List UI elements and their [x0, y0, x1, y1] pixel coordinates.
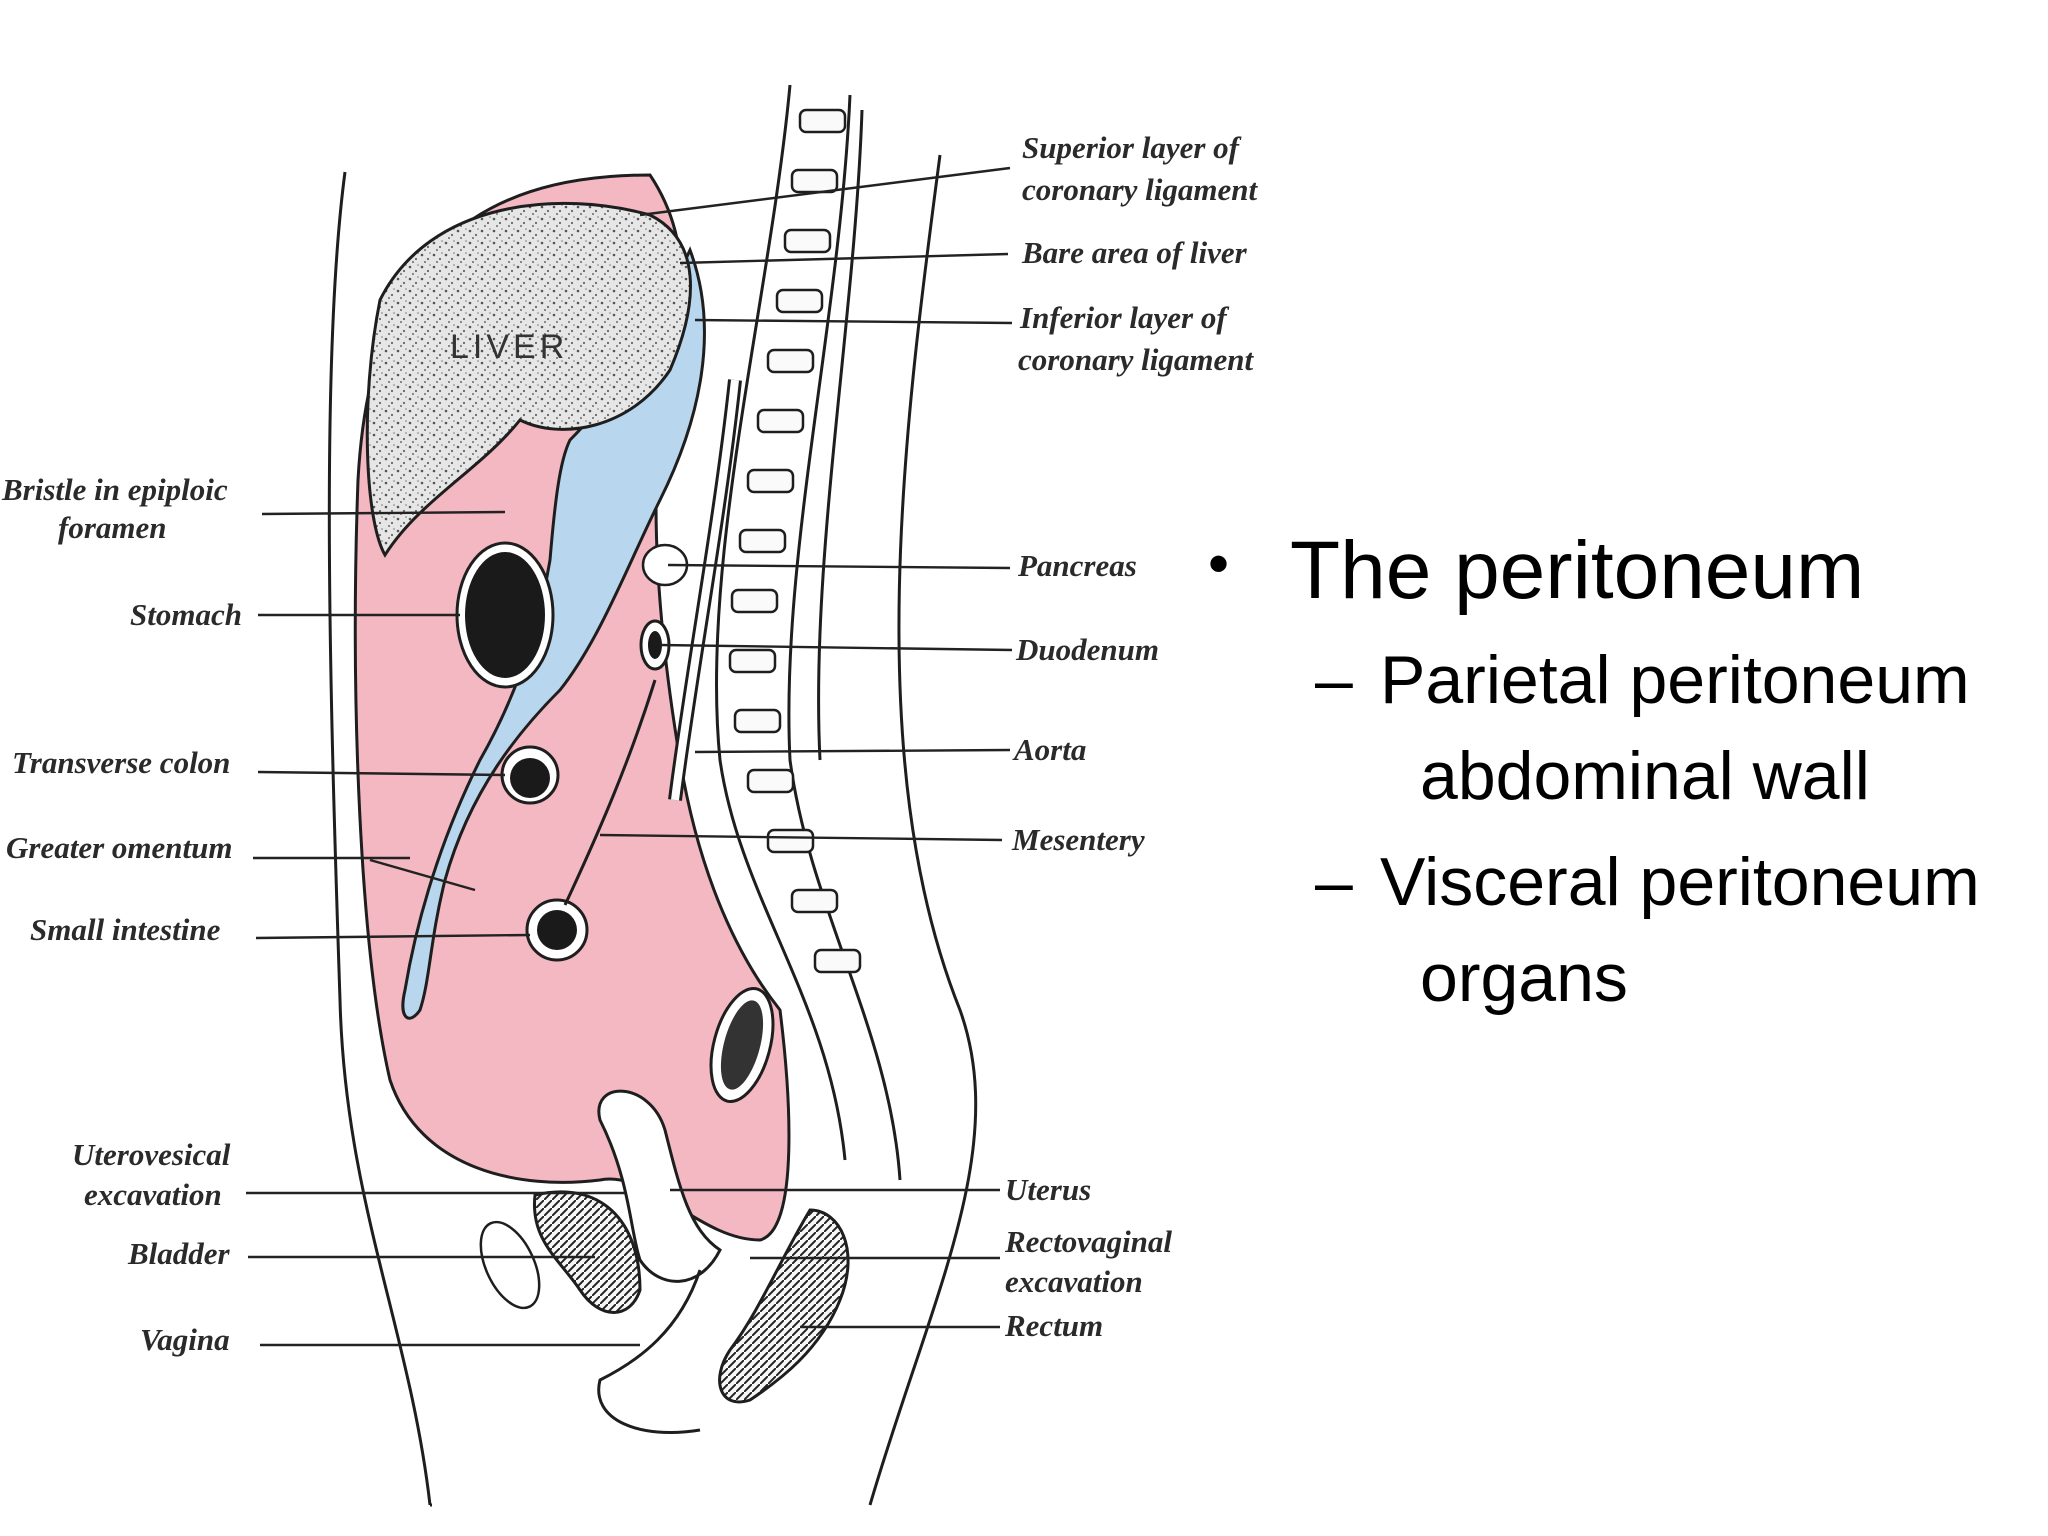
small-intestine — [525, 898, 589, 962]
bullet-dot-icon: • — [1208, 530, 1230, 597]
slide-bullets: • The peritoneum – Parietal peritoneum a… — [1200, 530, 2048, 1050]
dash-icon: – — [1315, 642, 1353, 718]
vagina — [597, 1269, 702, 1435]
label-uterus: Uterus — [1005, 1172, 1091, 1207]
label-uterovesical: Uterovesical — [72, 1137, 231, 1172]
sub-bullet-visceral: – Visceral peritoneum — [1200, 848, 2048, 916]
label-transverse-colon: Transverse colon — [12, 745, 230, 780]
label-bare-area-liver: Bare area of liver — [1021, 235, 1248, 270]
sub-bullet-parietal-detail: abdominal wall — [1420, 738, 1870, 814]
liver-label: LIVER — [450, 328, 568, 366]
peritoneum-diagram: LIVER — [1, 84, 1258, 1507]
liver — [365, 202, 692, 558]
label-superior-coronary-2: coronary ligament — [1022, 172, 1258, 207]
stomach — [455, 541, 555, 689]
label-bristle-epiploic-foramen: Bristle in epiploic — [1, 472, 228, 507]
bullet-main-text: The peritoneum — [1290, 525, 1865, 616]
sub-bullet-visceral-label: Visceral peritoneum — [1380, 844, 1980, 920]
mesentery — [563, 679, 657, 906]
colon-section — [709, 987, 775, 1103]
label-rectovaginal-2: excavation — [1005, 1264, 1143, 1299]
sub-bullet-parietal-label: Parietal peritoneum — [1380, 642, 1970, 718]
label-rectum: Rectum — [1004, 1308, 1103, 1343]
transverse-colon — [500, 745, 560, 805]
label-duodenum: Duodenum — [1015, 632, 1159, 667]
label-inferior-coronary: Inferior layer of — [1019, 300, 1229, 335]
label-uterovesical-2: excavation — [84, 1177, 222, 1212]
label-vagina: Vagina — [140, 1322, 230, 1357]
label-superior-coronary: Superior layer of — [1022, 130, 1242, 165]
uterus — [597, 1089, 722, 1283]
label-aorta: Aorta — [1012, 732, 1086, 767]
duodenum — [639, 619, 671, 671]
label-greater-omentum: Greater omentum — [6, 830, 232, 865]
label-small-intestine: Small intestine — [30, 912, 221, 947]
dash-icon: – — [1315, 844, 1353, 920]
rectum — [718, 1208, 850, 1404]
bullet-main: • The peritoneum — [1200, 530, 2048, 612]
label-bristle-epiploic-foramen-2: foramen — [58, 510, 167, 545]
lesser-sac — [401, 246, 706, 1020]
label-inferior-coronary-2: coronary ligament — [1018, 342, 1254, 377]
vertebral-column — [714, 84, 902, 1181]
label-bladder: Bladder — [127, 1236, 231, 1271]
bladder — [479, 1190, 642, 1314]
label-mesentery: Mesentery — [1011, 822, 1145, 857]
sub-bullet-visceral-detail: organs — [1420, 940, 1628, 1016]
label-rectovaginal: Rectovaginal — [1004, 1224, 1172, 1259]
leader-lines — [246, 166, 1013, 1347]
sub-bullet-parietal: – Parietal peritoneum — [1200, 646, 2048, 714]
label-stomach: Stomach — [130, 597, 242, 632]
label-pancreas: Pancreas — [1017, 548, 1137, 583]
